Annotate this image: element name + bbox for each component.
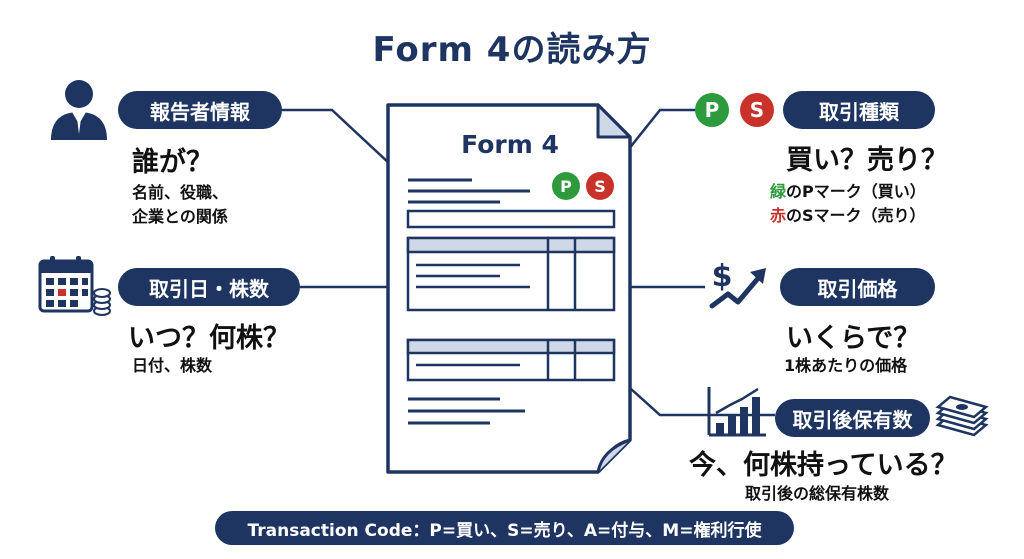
transaction-code-footer: Transaction Code：P=買い、S=売り、A=付与、M=権利行使 xyxy=(215,511,794,545)
transaction-type-green-line: 緑のPマーク（買い） xyxy=(770,180,926,204)
price-detail: 1株あたりの価格 xyxy=(784,356,908,375)
calendar-icon xyxy=(38,256,111,316)
transaction-type-label: 取引種類 xyxy=(783,91,935,129)
date-shares-detail: 日付、株数 xyxy=(132,356,213,375)
reporter-question: 誰が？ xyxy=(132,147,213,178)
red-rest: のSマーク（売り） xyxy=(786,206,926,225)
dollar-trend-icon: $ xyxy=(709,259,766,309)
reporter-label: 報告者情報 xyxy=(118,91,282,129)
transaction-p-badge: P xyxy=(695,93,729,127)
connector-reporter xyxy=(282,108,406,179)
date-shares-question: いつ？何株？ xyxy=(128,323,290,354)
price-label: 取引価格 xyxy=(780,268,935,306)
document-p-badge: P xyxy=(552,172,580,200)
reporter-detail-line1: 名前、役職、 xyxy=(132,183,229,202)
holdings-question: 今、何株持っている？ xyxy=(689,450,958,481)
green-word: 緑 xyxy=(770,182,787,201)
date-shares-label: 取引日・株数 xyxy=(118,268,300,306)
document-title: Form 4 xyxy=(461,130,559,159)
price-question: いくらで？ xyxy=(786,323,921,354)
svg-text:$: $ xyxy=(712,259,733,294)
person-icon xyxy=(51,80,107,140)
page-title: Form 4の読み方 xyxy=(372,30,652,70)
holdings-detail: 取引後の総保有株数 xyxy=(745,484,890,503)
transaction-type-red-line: 赤のSマーク（売り） xyxy=(770,204,926,228)
transaction-s-badge: S xyxy=(740,93,774,127)
document-s-badge: S xyxy=(586,172,614,200)
red-word: 赤 xyxy=(770,206,787,225)
green-rest: のPマーク（買い） xyxy=(786,182,926,201)
bar-chart-icon xyxy=(707,387,766,437)
holdings-label: 取引後保有数 xyxy=(775,399,930,437)
money-stack-icon xyxy=(935,395,989,437)
form4-document xyxy=(386,103,632,474)
reporter-detail-line2: 企業との関係 xyxy=(132,207,228,226)
transaction-type-question: 買い？売り？ xyxy=(786,145,948,176)
